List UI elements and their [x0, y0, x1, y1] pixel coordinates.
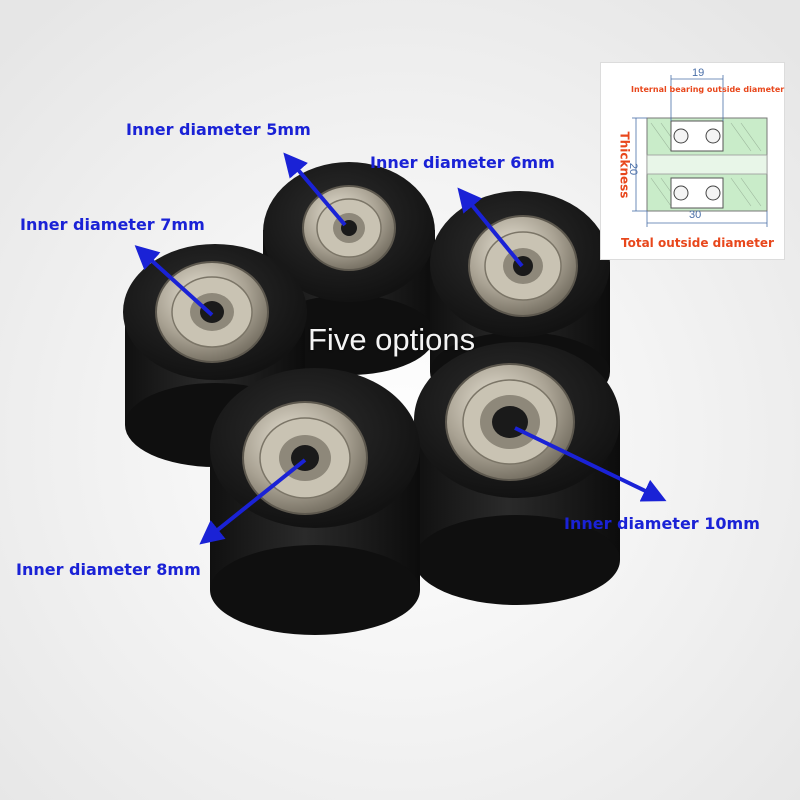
dimension-diagram: 19 Internal bearing outside diameter Thi…: [600, 62, 785, 260]
label-inner-diameter-6mm: Inner diameter 6mm: [370, 153, 555, 172]
dim-total-value: 30: [689, 209, 702, 221]
label-inner-diameter-8mm: Inner diameter 8mm: [16, 560, 201, 579]
diagram-bearing-bottom: [670, 177, 724, 209]
label-inner-diameter-7mm: Inner diameter 7mm: [20, 215, 205, 234]
label-inner-diameter-10mm: Inner diameter 10mm: [564, 514, 760, 533]
arrow-8mm: [199, 458, 307, 545]
dim-thickness-value: 20: [627, 162, 640, 176]
wheel-10mm: [414, 342, 620, 605]
wheel-8mm: [210, 368, 420, 635]
diagram-bearing-top: [670, 120, 724, 152]
arrow-10mm: [514, 426, 667, 502]
bearing-outside-diameter-label: Internal bearing outside diameter: [631, 85, 785, 94]
total-outside-diameter-label: Total outside diameter: [621, 236, 774, 250]
arrow-6mm: [457, 187, 524, 268]
callout-arrows: [134, 152, 667, 545]
diagram-drawing: [632, 75, 768, 227]
five-options-caption: Five options: [308, 322, 476, 357]
arrow-7mm: [134, 245, 214, 317]
wheel-5mm: [263, 162, 435, 375]
label-inner-diameter-5mm: Inner diameter 5mm: [126, 120, 311, 139]
arrow-5mm: [283, 152, 347, 227]
dim-bearing-value: 19: [692, 67, 705, 79]
